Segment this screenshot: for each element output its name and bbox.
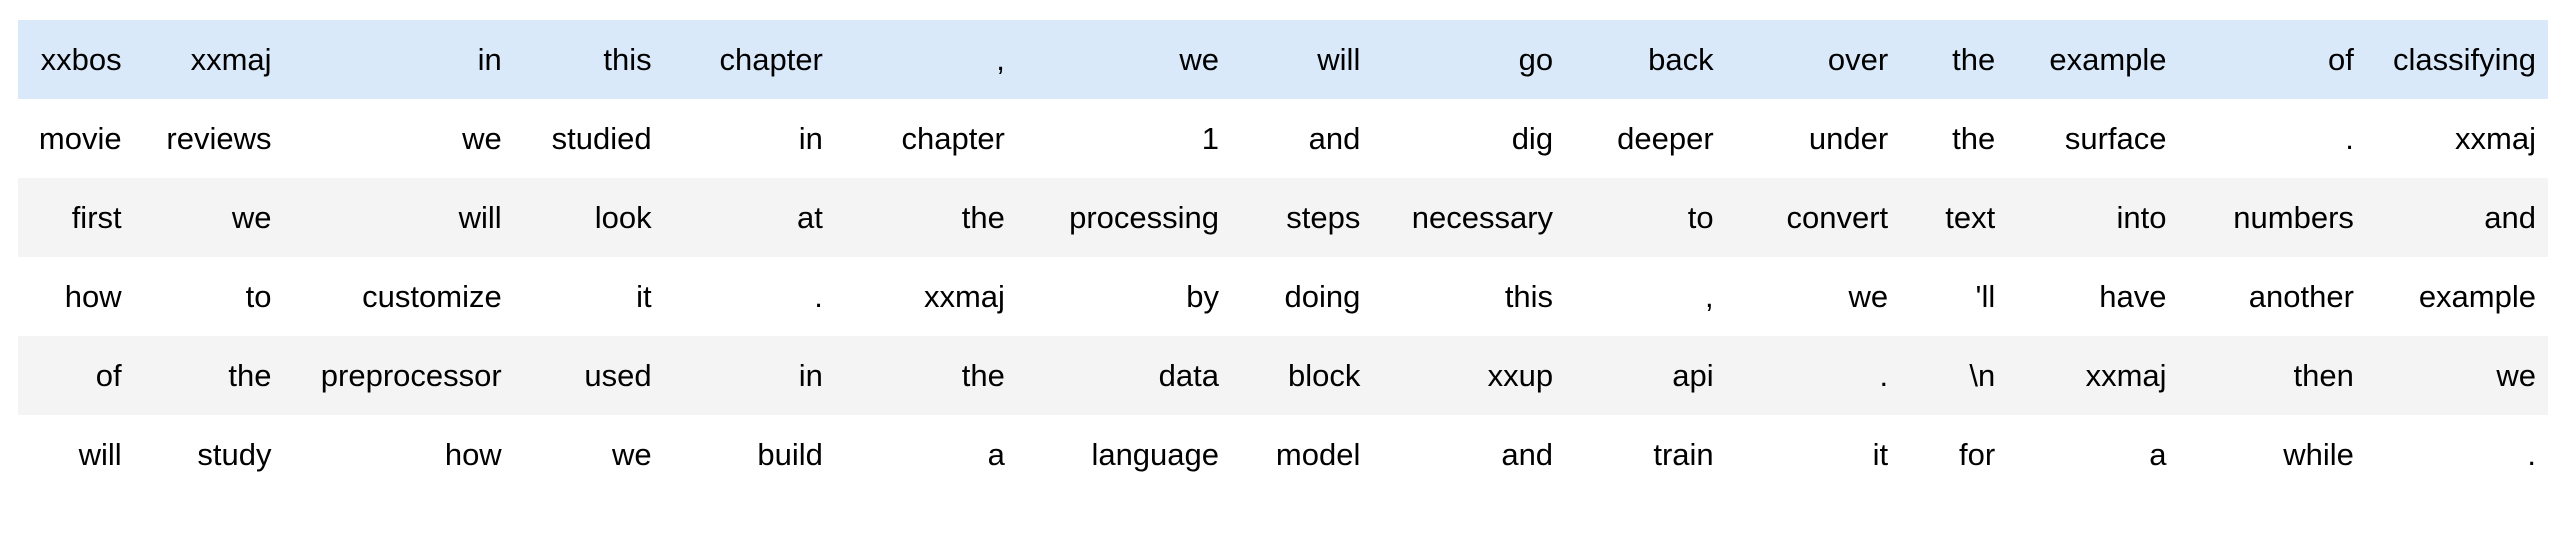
token-cell: build — [663, 415, 835, 494]
token-cell: , — [1565, 257, 1726, 336]
token-cell: classifying — [2365, 20, 2548, 99]
token-cell: another — [2178, 257, 2366, 336]
token-cell: . — [2365, 415, 2548, 494]
token-cell: of — [18, 336, 134, 415]
token-cell: and — [1231, 99, 1373, 178]
token-cell: in — [283, 20, 514, 99]
token-cell: customize — [283, 257, 514, 336]
token-cell: 1 — [1016, 99, 1232, 178]
token-cell: doing — [1231, 257, 1373, 336]
token-cell: we — [513, 415, 664, 494]
token-cell: text — [1900, 178, 2008, 257]
token-cell: at — [663, 178, 835, 257]
token-cell: the — [133, 336, 284, 415]
token-cell: example — [2007, 20, 2179, 99]
token-cell: go — [1372, 20, 1566, 99]
token-cell: how — [18, 257, 134, 336]
token-cell: preprocessor — [283, 336, 514, 415]
token-cell: processing — [1016, 178, 1232, 257]
token-cell: this — [1372, 257, 1566, 336]
token-cell: data — [1016, 336, 1232, 415]
token-cell: train — [1565, 415, 1726, 494]
token-cell: studied — [513, 99, 664, 178]
token-cell: in — [663, 336, 835, 415]
token-cell: movie — [18, 99, 134, 178]
token-cell: . — [1725, 336, 1901, 415]
token-cell: xxup — [1372, 336, 1566, 415]
token-cell: have — [2007, 257, 2179, 336]
token-cell: xxmaj — [133, 20, 284, 99]
token-cell: xxmaj — [834, 257, 1017, 336]
token-cell: we — [133, 178, 284, 257]
token-cell: language — [1016, 415, 1232, 494]
token-cell: we — [1016, 20, 1232, 99]
token-cell: under — [1725, 99, 1901, 178]
token-cell: a — [834, 415, 1017, 494]
token-cell: and — [1372, 415, 1566, 494]
token-cell: xxmaj — [2365, 99, 2548, 178]
token-cell: it — [513, 257, 664, 336]
token-cell: for — [1900, 415, 2008, 494]
token-cell: the — [834, 336, 1017, 415]
token-cell: it — [1725, 415, 1901, 494]
token-cell: study — [133, 415, 284, 494]
token-cell: then — [2178, 336, 2366, 415]
token-cell: numbers — [2178, 178, 2366, 257]
token-cell: we — [2365, 336, 2548, 415]
token-cell: over — [1725, 20, 1901, 99]
token-cell: 'll — [1900, 257, 2008, 336]
token-cell: in — [663, 99, 835, 178]
token-cell: this — [513, 20, 664, 99]
token-cell: necessary — [1372, 178, 1566, 257]
token-cell: look — [513, 178, 664, 257]
token-cell: will — [18, 415, 134, 494]
token-cell: and — [2365, 178, 2548, 257]
token-cell: , — [834, 20, 1017, 99]
token-cell: by — [1016, 257, 1232, 336]
token-cell: we — [1725, 257, 1901, 336]
token-cell: a — [2007, 415, 2179, 494]
token-cell: steps — [1231, 178, 1373, 257]
token-cell: how — [283, 415, 514, 494]
token-cell: back — [1565, 20, 1726, 99]
token-cell: dig — [1372, 99, 1566, 178]
token-cell: while — [2178, 415, 2366, 494]
token-cell: deeper — [1565, 99, 1726, 178]
token-cell: we — [283, 99, 514, 178]
token-cell: of — [2178, 20, 2366, 99]
token-cell: \n — [1900, 336, 2008, 415]
token-cell: . — [2178, 99, 2366, 178]
token-cell: the — [1900, 99, 2008, 178]
token-cell: the — [1900, 20, 2008, 99]
token-cell: surface — [2007, 99, 2179, 178]
token-cell: the — [834, 178, 1017, 257]
token-cell: into — [2007, 178, 2179, 257]
token-cell: block — [1231, 336, 1373, 415]
token-cell: xxbos — [18, 20, 134, 99]
token-cell: chapter — [834, 99, 1017, 178]
token-cell: used — [513, 336, 664, 415]
token-cell: chapter — [663, 20, 835, 99]
token-cell: will — [283, 178, 514, 257]
token-cell: to — [1565, 178, 1726, 257]
token-cell: model — [1231, 415, 1373, 494]
token-cell: example — [2365, 257, 2548, 336]
token-cell: . — [663, 257, 835, 336]
token-cell: xxmaj — [2007, 336, 2179, 415]
token-cell: api — [1565, 336, 1726, 415]
token-cell: will — [1231, 20, 1373, 99]
token-cell: to — [133, 257, 284, 336]
token-cell: first — [18, 178, 134, 257]
token-cell: convert — [1725, 178, 1901, 257]
token-cell: reviews — [133, 99, 284, 178]
